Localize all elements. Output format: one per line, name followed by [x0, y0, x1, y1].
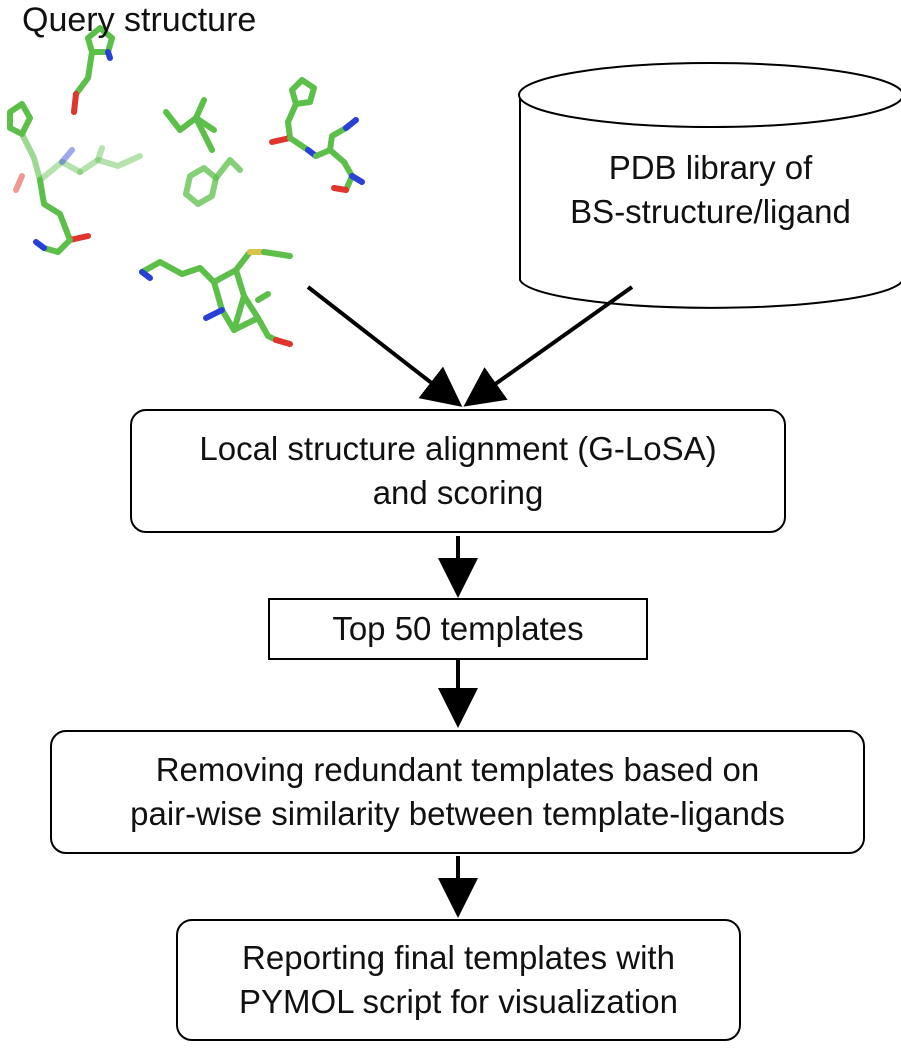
pdb-library-label-line2: BS-structure/ligand: [570, 193, 851, 230]
query-molecule-fragments: [7, 25, 365, 347]
step-removing-redundant-line2: pair-wise similarity between template-li…: [130, 795, 785, 832]
step-removing-redundant-line1: Removing redundant templates based on: [155, 751, 760, 788]
step-removing-redundant: Removing redundant templates based on pa…: [50, 730, 865, 854]
pdb-library-cylinder: [518, 62, 901, 309]
pdb-library-label-line1: PDB library of: [608, 149, 813, 186]
step-local-alignment: Local structure alignment (G-LoSA) and s…: [130, 409, 786, 533]
query-structure-title: Query structure: [22, 1, 257, 39]
molecule-fragment-1: [71, 25, 115, 115]
molecule-fragment-2: [7, 101, 143, 255]
arrow-query-to-alignment: [306, 285, 463, 407]
flow-arrows: [306, 285, 634, 918]
step-reporting-final-line2: PYMOL script for visualization: [239, 983, 678, 1020]
molecule-fragment-4: [269, 77, 365, 193]
step-local-alignment-line1: Local structure alignment (G-LoSA): [199, 430, 717, 467]
step-reporting-final-line1: Reporting final templates with: [242, 939, 675, 976]
step-top-templates-label: Top 50 templates: [332, 610, 584, 647]
molecule-fragment-5: [139, 249, 293, 347]
pdb-library-label: PDB library of BS-structure/ligand: [518, 146, 901, 234]
step-reporting-final: Reporting final templates with PYMOL scr…: [176, 919, 741, 1041]
step-local-alignment-line2: and scoring: [372, 474, 544, 511]
arrow-library-to-alignment: [463, 285, 634, 407]
step-top-templates: Top 50 templates: [268, 598, 648, 660]
molecule-fragment-3: [163, 97, 243, 207]
